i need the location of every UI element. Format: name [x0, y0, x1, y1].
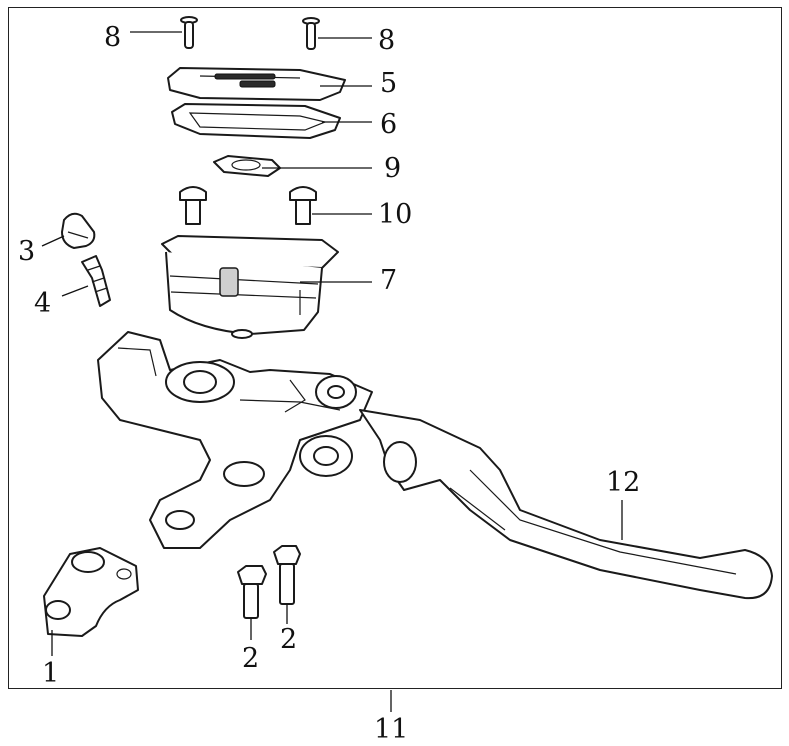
callout-2-left: 2: [242, 643, 260, 674]
reservoir-7: [161, 235, 339, 339]
float-plate-9: [213, 155, 281, 177]
pin-10-right: [289, 186, 317, 225]
callout-9: 9: [384, 153, 402, 184]
callout-8-right: 8: [378, 25, 396, 56]
callout-3: 3: [18, 236, 36, 267]
master-cylinder-body-11: [97, 331, 373, 549]
callout-7: 7: [380, 265, 398, 296]
assembly-frame: [8, 7, 782, 689]
callout-11: 11: [374, 714, 409, 745]
callout-2-right: 2: [280, 624, 298, 655]
callout-12: 12: [606, 467, 641, 498]
callout-6: 6: [380, 109, 398, 140]
callout-4: 4: [34, 288, 52, 319]
bolt-2-left: [237, 565, 267, 619]
screw-8-left: [180, 16, 198, 49]
bleed-nipple-4: [81, 255, 111, 307]
callout-8-left: 8: [104, 22, 122, 53]
callout-10: 10: [378, 199, 413, 230]
clamp-1: [43, 547, 139, 637]
leader-lines: [41, 31, 623, 712]
fitting-3: [61, 212, 96, 249]
bolt-2-right: [273, 545, 301, 605]
pin-10-left: [179, 186, 207, 225]
brake-lever-12: [359, 409, 773, 600]
diaphragm-6: [171, 103, 341, 139]
callout-1: 1: [42, 658, 60, 689]
screw-8-right: [302, 17, 320, 50]
reservoir-cover-5: [167, 67, 346, 101]
callout-5: 5: [380, 68, 398, 99]
